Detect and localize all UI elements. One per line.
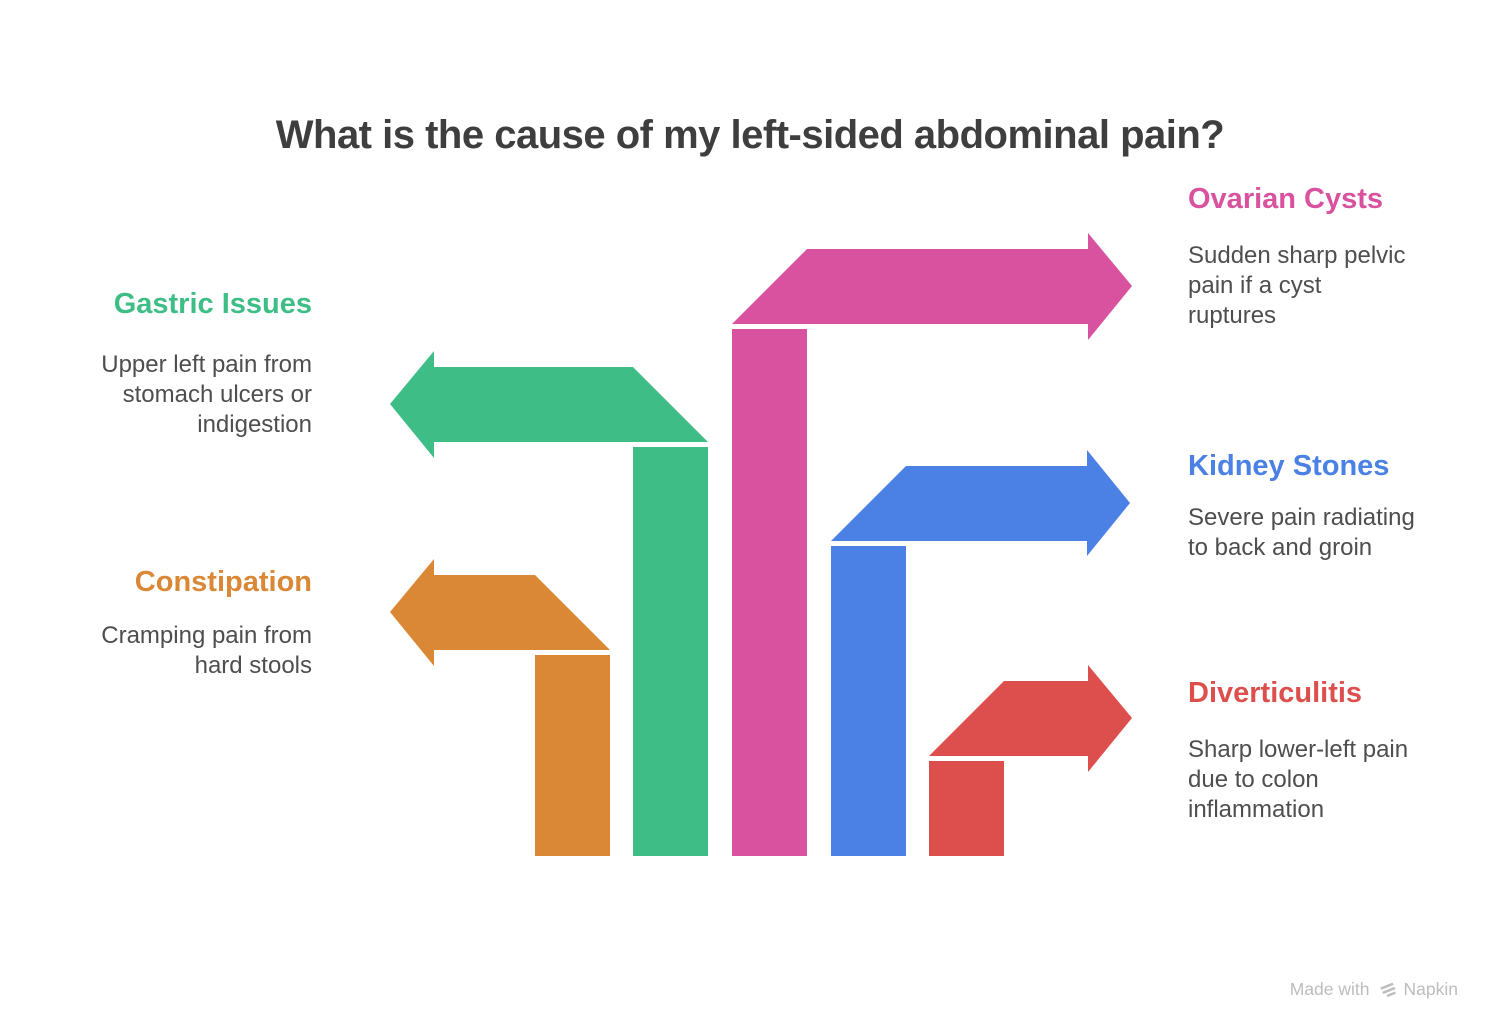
napkin-logo-stroke	[1381, 986, 1396, 994]
ovarian-cysts-heading: Ovarian Cysts	[1188, 183, 1384, 215]
constipation-heading: Constipation	[134, 566, 312, 598]
diverticulitis-description: Sharp lower-left pain due to colon infla…	[1188, 735, 1448, 825]
kidney-stones-arrow-bar	[831, 546, 906, 856]
constipation-arrow-bar	[535, 655, 610, 856]
gastric-issues-description: Upper left pain from stomach ulcers or i…	[52, 350, 312, 440]
description-line: Sudden sharp pelvic	[1188, 242, 1406, 269]
description-line: indigestion	[197, 411, 312, 438]
ovarian-cysts-description: Sudden sharp pelvic pain if a cyst ruptu…	[1188, 241, 1448, 331]
ovarian-cysts-arrow-bar	[732, 329, 807, 856]
description-line: Upper left pain from	[101, 351, 312, 378]
gastric-issues-arrow-bar	[633, 447, 708, 856]
kidney-stones-arrow-bend	[831, 450, 1130, 556]
description-line: to back and groin	[1188, 534, 1373, 561]
diverticulitis-arrow	[929, 665, 1132, 856]
constipation-arrow-bend	[390, 559, 610, 666]
page-title: What is the cause of my left-sided abdom…	[275, 112, 1225, 157]
diverticulitis-arrow-bar	[929, 761, 1004, 856]
kidney-stones-heading: Kidney Stones	[1188, 450, 1390, 482]
description-line: stomach ulcers or	[122, 381, 312, 408]
description-line: Sharp lower-left pain	[1188, 736, 1409, 763]
description-line: Severe pain radiating	[1188, 504, 1415, 531]
napkin-logo-stroke	[1379, 982, 1394, 990]
kidney-stones-arrow	[831, 450, 1130, 856]
made-with-label: Made with	[1289, 979, 1370, 999]
gastric-issues-arrow-bend	[390, 351, 708, 458]
ovarian-cysts-arrow-bend	[732, 233, 1132, 340]
ovarian-cysts-arrow	[732, 233, 1132, 856]
diverticulitis-arrow-bend	[929, 665, 1132, 772]
description-line: Cramping pain from	[101, 622, 312, 649]
description-line: due to colon	[1188, 766, 1319, 793]
gastric-issues-heading: Gastric Issues	[113, 288, 312, 320]
diverticulitis-heading: Diverticulitis	[1188, 677, 1363, 709]
description-line: ruptures	[1188, 302, 1277, 329]
description-line: inflammation	[1188, 796, 1325, 823]
napkin-logo-stroke	[1385, 991, 1396, 998]
napkin-brand-label: Napkin	[1403, 979, 1458, 999]
napkin-logo-icon	[1379, 982, 1396, 998]
gastric-issues-arrow	[390, 351, 708, 856]
constipation-arrow	[390, 559, 610, 856]
footer-credit: Made with Napkin	[1290, 978, 1458, 1000]
description-line: hard stools	[194, 652, 312, 679]
constipation-description: Cramping pain from hard stools	[52, 621, 312, 681]
kidney-stones-description: Severe pain radiating to back and groin	[1188, 503, 1448, 563]
description-line: pain if a cyst	[1188, 272, 1322, 299]
